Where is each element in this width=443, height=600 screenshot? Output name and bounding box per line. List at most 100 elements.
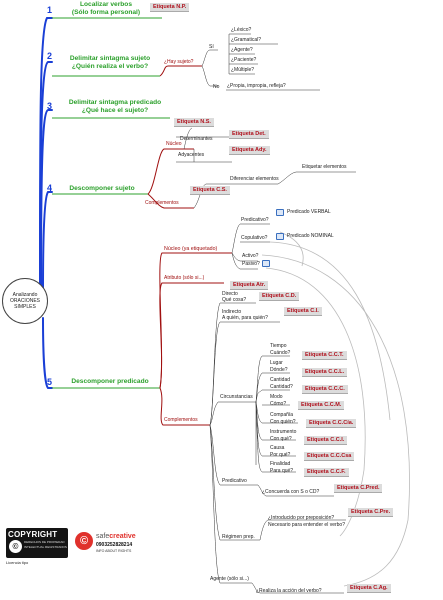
tag-cci[interactable]: Etiqueta C.C.I.: [304, 436, 348, 445]
tag-det[interactable]: Etiqueta Det.: [229, 130, 269, 139]
red-branches: [147, 65, 232, 426]
safecreative-name: safecreative: [96, 533, 136, 540]
s5-pred-verbal: Predicado VERBAL: [287, 209, 331, 215]
step-5-title: Descomponer predicado: [71, 378, 149, 385]
circ-question: Cuándo?: [270, 350, 291, 356]
safecreative-info: INFO ABOUT RIGHTS: [96, 549, 132, 553]
step-3-subtitle: ¿Qué hace el sujeto?: [81, 106, 149, 114]
tag-cpre[interactable]: Etiqueta C.Pre.: [348, 508, 394, 517]
circ-question: Por qué?: [270, 452, 291, 458]
step-1-node[interactable]: Localizar verbos (Sólo forma personal): [66, 1, 146, 16]
tag-ccc[interactable]: Etiqueta C.C.C.: [302, 385, 348, 394]
tag-ccl[interactable]: Etiqueta C.C.L.: [302, 368, 348, 377]
step-3-title: Delimitar sintagma predicado: [68, 99, 162, 106]
step-4-number: 4: [47, 183, 53, 193]
step-2-title: Delimitar sintagma sujeto: [69, 55, 151, 62]
tag-cct[interactable]: Etiqueta C.C.T.: [302, 351, 347, 360]
circ-label: Lugar: [270, 360, 283, 366]
circ-label: Tiempo: [270, 343, 287, 349]
circ-question: Para qué?: [270, 468, 294, 474]
opt-gramatical: ¿Gramatical?: [231, 37, 262, 43]
safecreative-name-a: safe: [96, 533, 110, 540]
tag-ccf[interactable]: Etiqueta C.C.F.: [304, 468, 349, 477]
copyright-line-2: INTELECTUAL REGISTRADOS: [24, 545, 67, 549]
copyright-badge[interactable]: COPYRIGHT © DERECHOS DE PROPIEDAD INTELE…: [6, 528, 68, 558]
root-line-2: ORACIONES: [9, 298, 40, 304]
s5-activo-q: Activo?: [242, 253, 259, 259]
step-4-node[interactable]: Descomponer sujeto: [62, 185, 142, 193]
s5-copulativo-q: Copulativo?: [241, 235, 268, 241]
s5-regimen: Régimen prep.: [222, 534, 255, 540]
circ-label: Finalidad: [270, 461, 291, 467]
note-icon[interactable]: [262, 260, 270, 267]
s5-circunstancias: Circunstancias: [220, 394, 253, 400]
tag-ccm[interactable]: Etiqueta C.C.M.: [298, 401, 345, 410]
s5-indirecto: Indirecto: [222, 309, 242, 315]
safecreative-badge[interactable]: © safecreative 0903252828214 INFO ABOUT …: [75, 530, 145, 562]
copyright-word: COPYRIGHT: [8, 530, 58, 539]
tag-np[interactable]: Etiqueta N.P.: [150, 3, 190, 12]
s5-directo: Directo: [222, 291, 238, 297]
circ-question: Cómo?: [270, 401, 287, 407]
s5-predicativo: Predicativo: [222, 478, 247, 484]
s5-complementos: Complementos: [164, 417, 198, 423]
root-line-1: Analizando: [12, 292, 38, 298]
step-underlines: [52, 17, 170, 389]
licence-text: Licencia tipo: [6, 560, 29, 565]
opt-agente: ¿Agente?: [231, 47, 253, 53]
tag-cpred[interactable]: Etiqueta C.Pred.: [334, 484, 383, 493]
safecreative-name-b: creative: [109, 533, 136, 540]
circ-label: Cantidad: [270, 377, 291, 383]
step-3-node[interactable]: Delimitar sintagma predicado ¿Qué hace e…: [60, 99, 170, 114]
tag-ady[interactable]: Etiqueta Ady.: [229, 146, 270, 155]
label-no: No: [213, 84, 220, 90]
detail-branches: [176, 33, 356, 594]
relation-arcs: [261, 231, 410, 587]
circ-question: Con qué?: [270, 436, 292, 442]
tag-cs[interactable]: Etiqueta C.S.: [190, 186, 230, 195]
root-node[interactable]: Analizando ORACIONES SIMPLES: [2, 278, 48, 324]
step-3-number: 3: [47, 101, 53, 111]
s5-agente-q: ¿Realiza la acción del verbo?: [256, 588, 322, 594]
note-icon[interactable]: [276, 233, 284, 240]
circ-question: Con quién?: [270, 419, 296, 425]
s4-determinantes: Determinantes: [180, 136, 213, 142]
step-2-number: 2: [47, 51, 53, 61]
step-5-number: 5: [47, 377, 53, 387]
s5-pred-nominal: Predicado NOMINAL: [287, 233, 334, 239]
opt-paciente: ¿Paciente?: [231, 57, 257, 63]
opt-lexico: ¿Léxico?: [231, 27, 252, 33]
circ-label: Instrumento: [270, 429, 297, 435]
tag-cd[interactable]: Etiqueta C.D.: [259, 292, 300, 301]
s5-agente: Agente (sólo si...): [210, 576, 249, 582]
label-si: Sí: [209, 44, 214, 50]
s4-nucleo: Núcleo: [166, 141, 182, 147]
step-2-node[interactable]: Delimitar sintagma sujeto ¿Quién realiza…: [58, 55, 162, 70]
tag-ci[interactable]: Etiqueta C.I.: [284, 307, 322, 316]
note-icon[interactable]: [276, 209, 284, 216]
main-branches: [39, 17, 53, 389]
s5-reg-q1: ¿Introducido por preposición?: [268, 515, 335, 521]
s5-indirecto-q: A quién, para quién?: [222, 315, 268, 321]
tag-ns[interactable]: Etiqueta N.S.: [174, 118, 214, 127]
step-1-title: Localizar verbos: [79, 1, 133, 8]
s4-complementos: Complementos: [145, 200, 179, 206]
tag-cag[interactable]: Etiqueta C.Ag.: [347, 584, 391, 593]
s5-reg-q2: Necesario para entender el verbo?: [268, 522, 345, 528]
branch-4: [42, 191, 53, 291]
tag-atr[interactable]: Etiqueta Atr.: [230, 281, 269, 290]
branch-5: [42, 317, 53, 389]
root-line-3: SIMPLES: [14, 304, 36, 310]
s5-concuerda-q: ¿Concuerda con S o CD?: [262, 489, 320, 495]
tag-cccia[interactable]: Etiqueta C.C.Cía.: [306, 419, 357, 428]
step-5-node[interactable]: Descomponer predicado: [62, 378, 158, 386]
circ-label: Compañía: [270, 412, 294, 418]
copyright-icon: ©: [9, 540, 22, 553]
s5-atributo: Atributo (sólo si...): [164, 275, 205, 281]
safecreative-logo-icon: ©: [75, 532, 93, 550]
copyright-line-1: DERECHOS DE PROPIEDAD: [24, 540, 65, 544]
tag-cccsa[interactable]: Etiqueta C.C.Csa: [304, 452, 355, 461]
s4-etiquetar: Etiquetar elementos: [302, 164, 347, 170]
